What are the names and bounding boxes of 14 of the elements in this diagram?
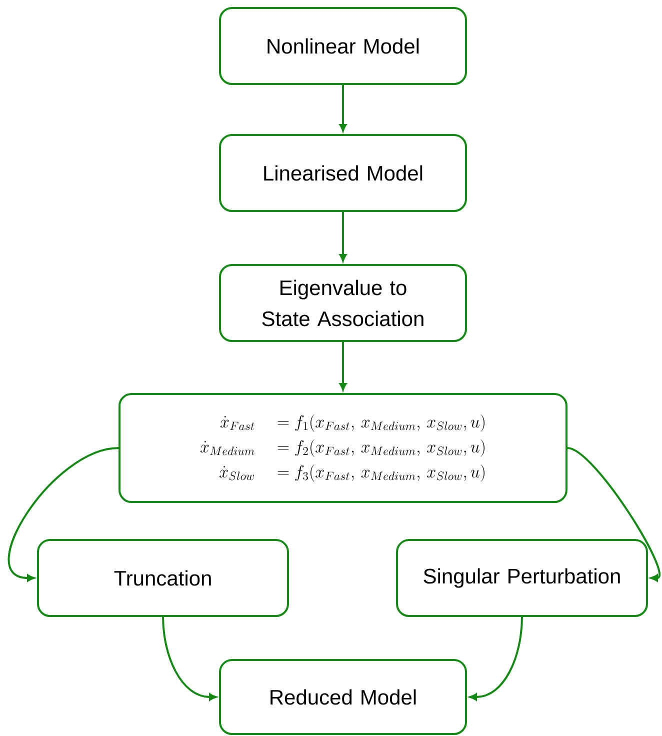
process-box: Reduced Model <box>219 659 467 735</box>
arrow <box>339 212 347 262</box>
process-box: Nonlinear Model <box>219 7 467 85</box>
equation-box: $\begin{aligned} \dot{x}_{Fast} &\quad= f_1(x_{Fast},\, x_{Medium},\, x_{Slow}, u)\\ \dot{x}_{Medium} &\quad= f_2(x_{Fast},\, x_{Medium},\, x_{Slow}, u)\\ \dot{x}_{Slow} &\quad= f_3(x_{Fast},\, x_{Medium},\, x_{Slow}, u) \end{aligned}$ <box>118 393 568 503</box>
process-box: Linearised Model <box>219 134 467 212</box>
process-box: Eigenvalue to State Association <box>219 264 467 342</box>
arrow <box>339 85 347 132</box>
arrow <box>8 447 119 582</box>
process-box: Truncation <box>37 539 289 617</box>
arrow <box>469 616 523 701</box>
arrow <box>339 342 347 391</box>
arrow <box>162 616 217 701</box>
arrow <box>567 447 660 582</box>
process-box: Singular Perturbation <box>396 539 648 617</box>
